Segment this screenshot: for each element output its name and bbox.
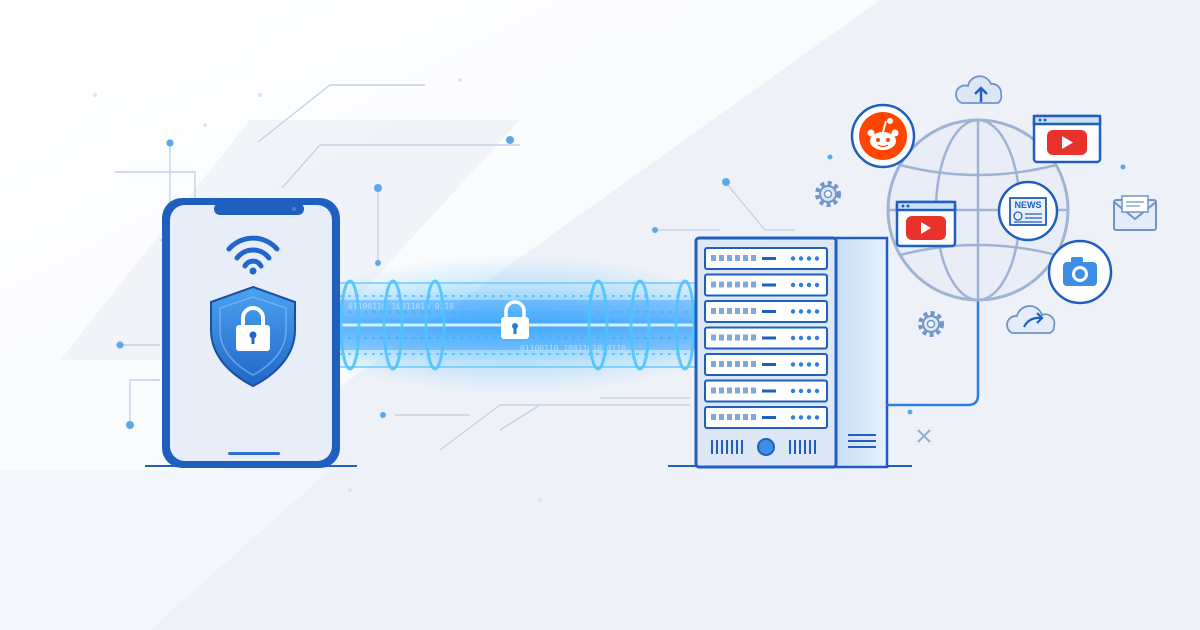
tunnel-rings <box>339 279 696 371</box>
smartphone <box>162 198 340 468</box>
sparkle-dots <box>93 78 542 502</box>
phone-home-bar <box>228 452 280 455</box>
server-rack-unit <box>704 379 828 403</box>
reddit-icon <box>850 103 916 169</box>
encrypted-tunnel: 01100110 10011010 0110 01100110 10011010… <box>285 255 745 395</box>
close-icon <box>917 429 931 443</box>
server-rack-unit <box>704 247 828 270</box>
tunnel-padlock-icon <box>501 300 529 339</box>
server-icon <box>694 236 889 469</box>
youtube-icon <box>906 216 946 240</box>
network-cable <box>887 300 980 407</box>
server-rack-units <box>704 247 828 429</box>
server-side-grille <box>848 434 876 448</box>
server-rack-unit <box>704 273 828 297</box>
server-rack-unit <box>704 300 828 323</box>
server-rack-unit <box>704 326 828 350</box>
youtube-icon <box>1047 130 1087 155</box>
camera-icon <box>1047 239 1113 305</box>
server-rack-unit <box>704 406 828 429</box>
background-shape-bottom <box>0 470 330 630</box>
wifi-icon <box>226 235 280 269</box>
circuit-nodes <box>116 136 1126 429</box>
circuit-lines <box>115 84 841 451</box>
server-rack-unit <box>704 353 828 376</box>
news-label: NEWS <box>1015 200 1042 210</box>
phone-notch <box>214 203 304 215</box>
cloud-share-icon <box>1006 305 1056 334</box>
server-vents <box>711 440 816 454</box>
mail-icon <box>1113 195 1157 231</box>
gear-icon <box>815 181 841 207</box>
server-power-button <box>757 438 775 456</box>
youtube-window-top <box>1032 114 1102 164</box>
news-icon: NEWS <box>997 180 1059 242</box>
shield-padlock-icon <box>236 306 270 351</box>
youtube-window-left <box>895 200 957 248</box>
cloud-upload-icon <box>955 75 1003 104</box>
gear-icon <box>918 311 944 337</box>
data-stream-bottom: 01100110 10011010 0110 <box>520 344 626 353</box>
